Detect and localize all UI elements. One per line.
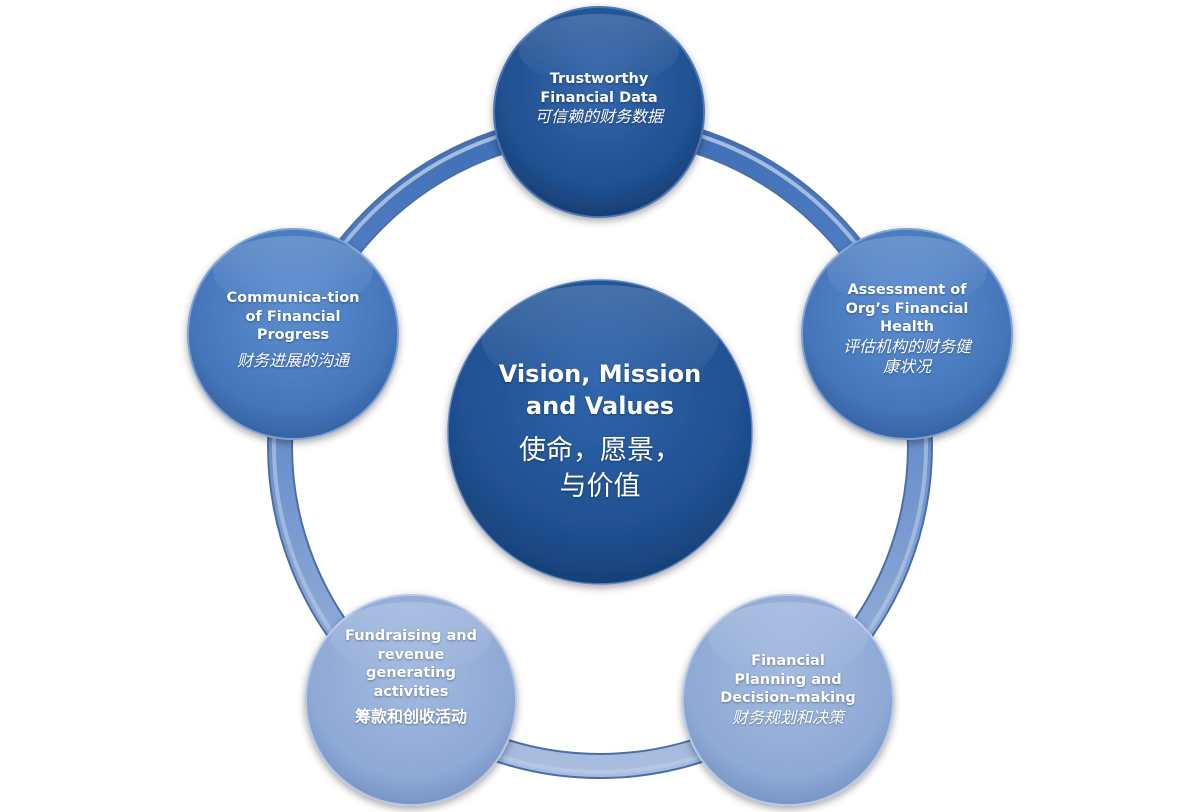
node-title-zh: 筹款和创收活动 — [354, 707, 467, 727]
node-title-zh: 可信赖的财务数据 — [534, 107, 663, 127]
node-title-zh: 财务进展的沟通 — [236, 350, 349, 370]
node-trustworthy-data — [493, 6, 705, 218]
node-label-trustworthy-data: Trustworthy Financial Data 可信赖的财务数据 — [524, 70, 674, 128]
node-title-zh: 财务规划和决策 — [731, 707, 844, 727]
node-title-en: Fundraising and revenue generating activ… — [345, 628, 477, 700]
node-title-en: Assessment of Org’s Financial Health — [845, 282, 969, 336]
center-label: Vision, Mission and Values 使命，愿景，与价值 — [480, 358, 720, 506]
center-subtitle: 使命，愿景，与价值 — [519, 434, 681, 503]
node-title-en: Financial Planning and Decision-making — [720, 653, 856, 707]
node-fundraising — [305, 594, 517, 806]
center-circle — [447, 279, 753, 585]
center-title: Vision, Mission and Values — [498, 360, 702, 421]
node-label-communication: Communica-tion of Financial Progress 财务进… — [218, 289, 368, 371]
node-label-planning: Financial Planning and Decision-making 财… — [708, 652, 868, 728]
node-label-assessment: Assessment of Org’s Financial Health 评估机… — [832, 281, 982, 378]
node-planning — [682, 594, 894, 806]
node-label-fundraising: Fundraising and revenue generating activ… — [336, 627, 486, 728]
node-title-en: Trustworthy Financial Data — [540, 71, 658, 106]
node-title-zh: 评估机构的财务健康状况 — [842, 336, 971, 377]
node-assessment — [801, 228, 1013, 440]
node-title-en: Communica-tion of Financial Progress — [226, 290, 360, 344]
node-communication — [187, 228, 399, 440]
